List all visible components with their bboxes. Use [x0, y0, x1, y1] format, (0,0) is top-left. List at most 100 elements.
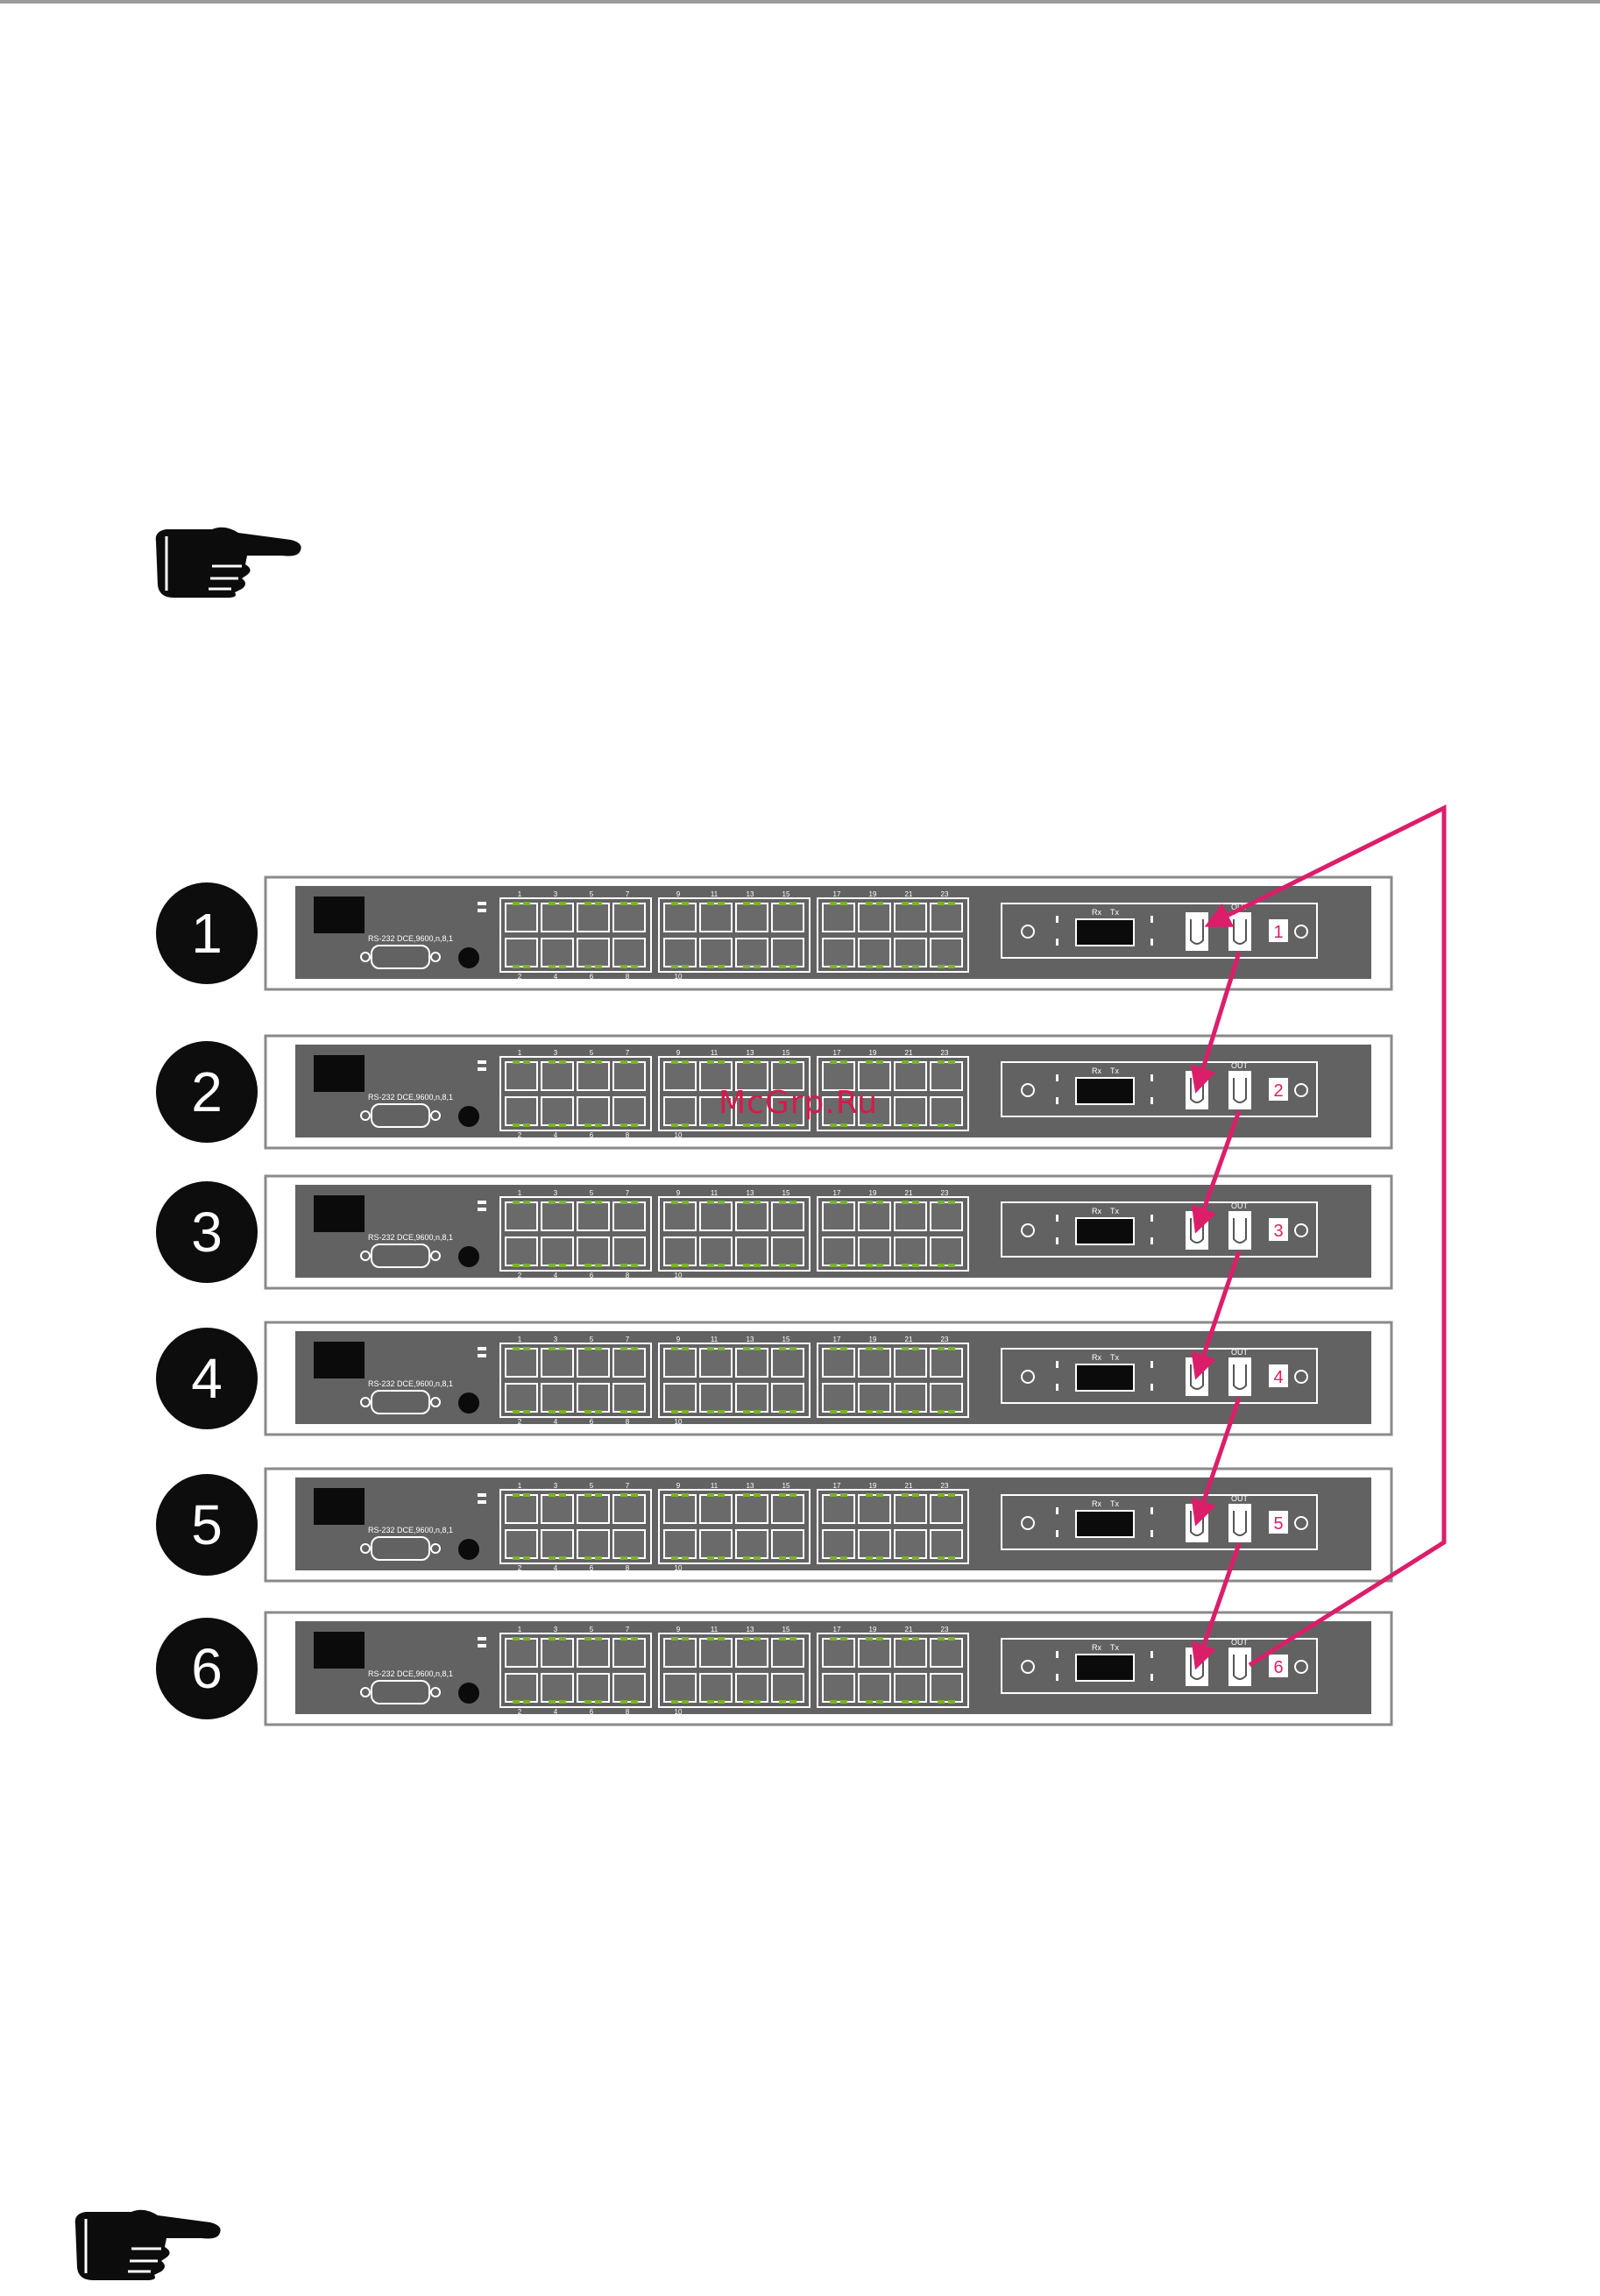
port-led: [559, 1556, 566, 1560]
port-led: [682, 1556, 689, 1560]
ethernet-port: [822, 1529, 855, 1559]
port-led: [876, 1637, 883, 1641]
port-led: [743, 1493, 750, 1497]
port-number-label: 15: [782, 1049, 790, 1057]
port-led: [743, 1410, 750, 1414]
port-led: [682, 1493, 689, 1497]
port-led: [948, 1493, 955, 1497]
port-led: [595, 1493, 602, 1497]
port-number-label: 23: [941, 1626, 949, 1633]
port-number-label: 6: [590, 1708, 594, 1716]
port-led: [830, 1556, 837, 1560]
unit-number-label: 3: [191, 1201, 223, 1264]
port-led: [559, 1637, 566, 1641]
port-number-label: 9: [676, 1482, 681, 1490]
port-led: [866, 1556, 873, 1560]
port-number-label: 5: [590, 1336, 594, 1343]
port-led: [912, 1123, 919, 1127]
port-led: [876, 1556, 883, 1560]
port-group: [817, 1343, 969, 1418]
port-led: [779, 1264, 786, 1267]
port-led: [595, 1060, 602, 1064]
port-led: [830, 1493, 837, 1497]
port-led: [549, 965, 556, 968]
port-led: [682, 902, 689, 905]
port-led: [523, 1264, 530, 1267]
ethernet-port: [663, 1096, 697, 1126]
ethernet-port: [894, 1494, 927, 1524]
port-led: [718, 1493, 725, 1497]
port-led: [718, 1060, 725, 1064]
console-port-label: RS-232 DCE,9600,n,8,1: [368, 1669, 453, 1678]
port-number-label: 1: [518, 1049, 522, 1057]
port-led: [513, 1556, 520, 1560]
out-port-label: OUT: [1231, 1494, 1249, 1503]
port-number-label: 10: [675, 973, 683, 981]
unit-id-label: 2: [1273, 1081, 1283, 1101]
port-led: [631, 1123, 638, 1127]
ethernet-port: [663, 1348, 697, 1378]
port-number-label: 1: [518, 1626, 522, 1633]
port-led: [682, 1700, 689, 1704]
port-led: [718, 1556, 725, 1560]
port-led: [682, 1264, 689, 1267]
port-led: [595, 965, 602, 968]
port-led: [743, 1060, 750, 1064]
port-led: [912, 1060, 919, 1064]
ethernet-port: [735, 938, 768, 967]
port-number-label: 15: [782, 1626, 790, 1633]
port-led: [718, 1347, 725, 1350]
port-led: [620, 1123, 627, 1127]
port-led: [830, 1700, 837, 1704]
tx-label: Tx: [1110, 1067, 1119, 1075]
port-number-label: 3: [554, 1626, 558, 1633]
port-led: [513, 1410, 520, 1414]
port-group: [499, 1343, 652, 1418]
port-led: [938, 1637, 945, 1641]
port-led: [830, 1637, 837, 1641]
ethernet-port: [577, 1529, 610, 1559]
port-led: [513, 1700, 520, 1704]
port-number-label: 5: [590, 890, 594, 898]
port-led: [682, 1123, 689, 1127]
reset-button: [458, 1392, 479, 1414]
port-led: [754, 1201, 761, 1204]
ethernet-port: [930, 1348, 963, 1378]
port-number-label: 19: [869, 1189, 877, 1197]
port-number-label: 21: [905, 1482, 913, 1490]
port-led: [779, 902, 786, 905]
port-number-label: 11: [711, 1336, 719, 1343]
port-led: [584, 1700, 591, 1704]
rx-label: Rx: [1092, 1499, 1101, 1508]
stack-display: [1075, 1510, 1135, 1538]
ethernet-port: [699, 938, 733, 967]
port-led: [620, 1700, 627, 1704]
rx-label: Rx: [1092, 908, 1101, 917]
port-led: [866, 1060, 873, 1064]
port-number-label: 6: [590, 1272, 594, 1279]
port-number-label: 19: [869, 890, 877, 898]
port-led: [513, 1637, 520, 1641]
port-number-label: 23: [941, 1482, 949, 1490]
out-port-label: OUT: [1231, 1201, 1249, 1210]
port-led: [789, 1556, 796, 1560]
port-led: [671, 1123, 678, 1127]
stacking-module: [1001, 1638, 1318, 1694]
port-number-label: 2: [518, 973, 522, 981]
port-led: [938, 902, 945, 905]
port-number-label: 5: [590, 1189, 594, 1197]
port-led: [707, 1060, 714, 1064]
port-led: [902, 1060, 909, 1064]
port-number-label: 15: [782, 1336, 790, 1343]
ethernet-port: [699, 1673, 733, 1703]
port-led: [707, 1201, 714, 1204]
port-led: [866, 1493, 873, 1497]
port-led: [743, 1556, 750, 1560]
port-led: [876, 1123, 883, 1127]
port-number-label: 21: [905, 1049, 913, 1057]
port-number-label: 17: [833, 1049, 841, 1057]
port-led: [840, 1347, 847, 1350]
port-number-label: 10: [675, 1418, 683, 1426]
port-led: [718, 902, 725, 905]
